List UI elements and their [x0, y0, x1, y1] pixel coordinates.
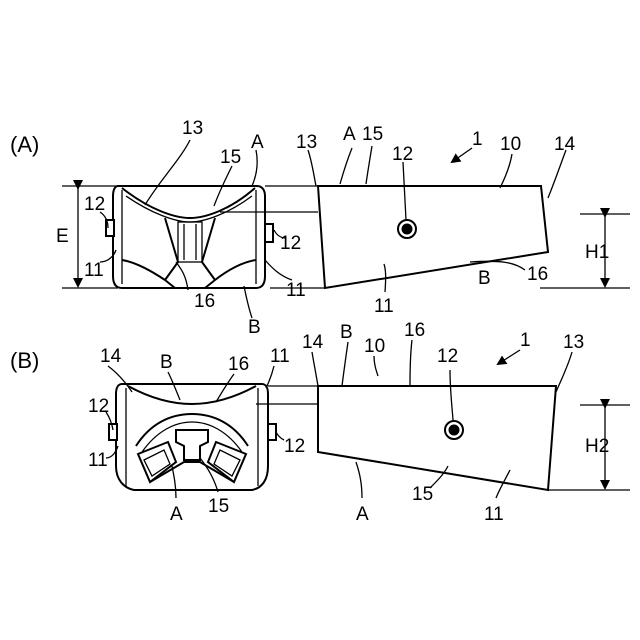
panel-a-waist-left	[165, 218, 178, 280]
panel-a-lower-right	[205, 260, 256, 288]
label-14-b-right: 14	[302, 332, 324, 353]
label-12-b-mid: 12	[284, 436, 305, 457]
panel-a-tag: (A)	[10, 132, 39, 157]
panel-b-right-axle	[268, 424, 276, 440]
panel-a-leaders	[100, 140, 566, 318]
label-15-a-right: 15	[362, 124, 383, 145]
panel-b-end-outline	[116, 384, 268, 490]
label-14-a: 14	[554, 134, 576, 155]
panel-a-axle-hole-inner	[402, 224, 412, 234]
panel-b-left-axle	[109, 424, 117, 440]
label-12-a-mid: 12	[280, 233, 301, 254]
label-a-b-right: A	[356, 504, 369, 525]
label-12-b-left: 12	[88, 396, 109, 417]
panel-b-saddle-curve	[128, 386, 256, 404]
label-15-b-right: 15	[412, 484, 433, 505]
panel-a: (A)	[10, 118, 630, 338]
label-10-a: 10	[500, 134, 521, 155]
label-12-a-left: 12	[84, 194, 105, 215]
label-1-b: 1	[520, 330, 531, 351]
label-11-a-mid: 11	[286, 280, 306, 301]
label-11-b-left: 11	[88, 450, 108, 471]
panel-b-center-boss	[176, 430, 208, 460]
label-h2: H2	[585, 436, 609, 457]
label-11-b-top-left: 11	[270, 346, 290, 367]
label-b-b-left: B	[160, 352, 173, 373]
panel-b: (B)	[10, 320, 630, 525]
panel-b-leaders	[106, 340, 572, 498]
label-13-b: 13	[563, 332, 584, 353]
label-a-a-left: A	[251, 132, 264, 153]
label-b-b-right: B	[340, 322, 353, 343]
label-10-b: 10	[364, 336, 385, 357]
panel-a-saddle-curve	[122, 188, 255, 218]
label-16-a-right: 16	[527, 264, 548, 285]
panel-b-inner-arch-2	[142, 422, 242, 452]
panel-b-side-view	[318, 386, 556, 490]
panel-a-side-outline	[318, 186, 548, 288]
label-b-a-right: B	[478, 268, 491, 289]
panel-b-end-view	[109, 384, 276, 490]
panel-b-left-pocket	[138, 442, 176, 482]
label-16-a-left: 16	[194, 291, 215, 312]
panel-a-waist-right	[202, 218, 215, 280]
panel-a-side-view	[318, 186, 548, 288]
label-a-b-left: A	[170, 504, 183, 525]
label-16-b-right: 16	[404, 320, 425, 341]
panel-b-right-pocket	[208, 442, 246, 482]
panel-b-axle-hole-inner	[449, 425, 459, 435]
panel-a-right-axle	[265, 224, 273, 242]
label-12-b-right: 12	[437, 346, 458, 367]
label-a-a-right: A	[343, 124, 356, 145]
label-b-a-left: B	[248, 317, 261, 338]
label-14-b-left: 14	[100, 346, 122, 367]
label-11-b-right: 11	[484, 504, 504, 525]
label-15-b-left: 15	[208, 496, 229, 517]
label-12-a-right: 12	[392, 144, 413, 165]
label-13-a-right: 13	[296, 132, 317, 153]
label-13-a-left: 13	[182, 118, 203, 139]
label-11-a-right: 11	[374, 296, 394, 317]
panel-a-end-outline	[113, 186, 265, 288]
panel-a-end-view	[106, 186, 273, 288]
label-h1: H1	[585, 242, 609, 263]
panel-a-lower-left	[122, 260, 175, 288]
label-16-b-left: 16	[228, 354, 249, 375]
panel-a-center-web	[178, 222, 202, 262]
label-e: E	[56, 226, 69, 247]
label-1-a: 1	[472, 129, 483, 150]
panel-b-tag: (B)	[10, 348, 39, 373]
label-15-a-left: 15	[220, 147, 241, 168]
panel-b-side-outline	[318, 386, 556, 490]
label-11-a-left: 11	[84, 260, 104, 281]
